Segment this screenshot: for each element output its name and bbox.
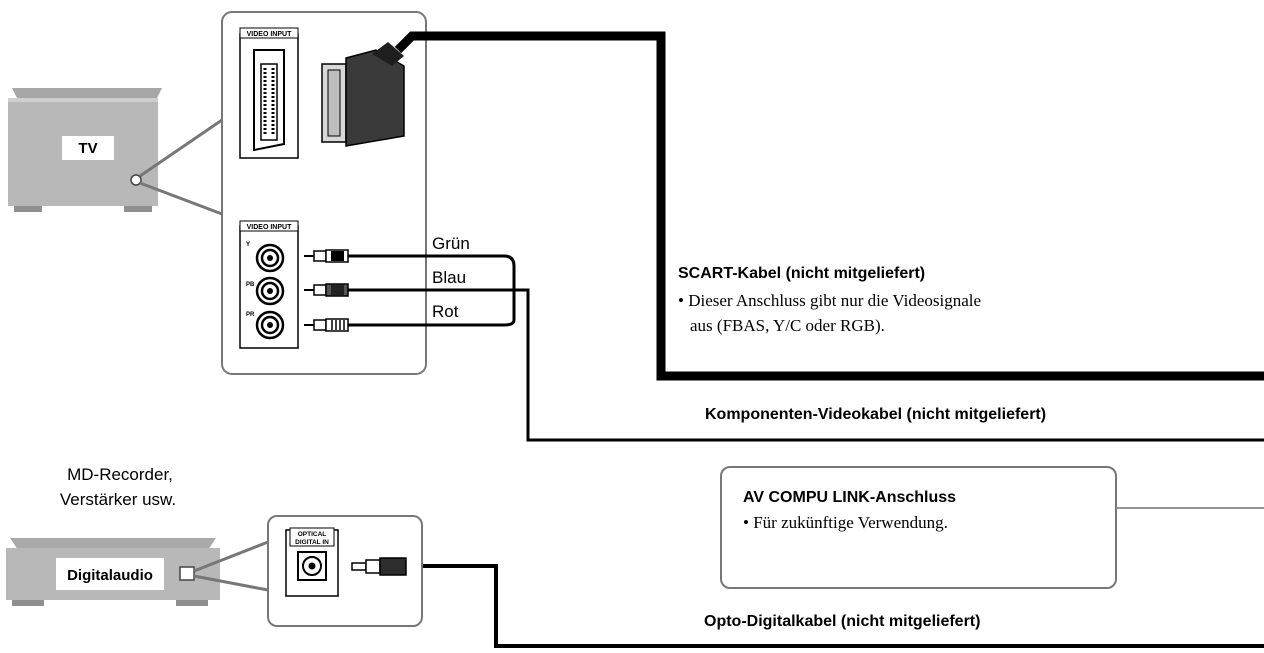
md-device-label: Digitalaudio (67, 567, 153, 584)
tv-label-box (62, 136, 114, 160)
jack-label-pb: PB (246, 282, 255, 288)
tv-rear-panel: VIDEO INPUT VIDEO INPUT Y PB PR (221, 11, 427, 375)
jack-label-y: Y (246, 242, 250, 248)
rca-jack-pr-icon (255, 310, 285, 340)
scart-note-line1: • Dieser Anschluss gibt nur die Videosig… (678, 291, 981, 310)
optical-cable (406, 564, 1264, 648)
md-callout-lines (193, 540, 269, 592)
md-recorder-device: Digitalaudio (6, 538, 220, 606)
optical-header-line2: DIGITAL IN (295, 539, 329, 546)
md-caption-line2: Verstärker usw. (60, 490, 176, 509)
md-label-box (56, 558, 164, 590)
scart-plug-icon (321, 42, 405, 147)
md-caption-line1: MD-Recorder, (67, 465, 173, 484)
wire-color-labels: Grün Blau Rot (432, 234, 470, 321)
jack-label-pr: PR (246, 312, 255, 318)
optical-cable-title: Opto-Digitalkabel (nicht mitgeliefert) (704, 613, 980, 630)
rca-plug-blue-icon (304, 283, 349, 297)
wire-label-red: Rot (432, 302, 459, 321)
wire-label-green: Grün (432, 234, 470, 253)
optical-socket-icon (297, 551, 327, 581)
rca-plug-green-icon (304, 249, 349, 263)
tv-device: TV (8, 88, 162, 212)
tv-label: TV (78, 140, 97, 157)
rca-jack-y-icon (255, 243, 285, 273)
tv-callout-lines (139, 118, 223, 216)
optical-header-line1: OPTICAL (298, 531, 327, 538)
component-cable-title: Komponenten-Videokabel (nicht mitgeliefe… (705, 406, 1046, 423)
rca-jack-pb-icon (255, 276, 285, 306)
scart-socket-icon (253, 49, 285, 152)
md-port-icon (179, 566, 195, 581)
scart-cable (394, 31, 1264, 381)
av-compu-link-box (720, 466, 1117, 589)
av-compu-link-title: AV COMPU LINK-Anschluss (743, 489, 956, 506)
tv-port-icon (130, 174, 142, 186)
optical-panel: OPTICAL DIGITAL IN (267, 515, 423, 627)
scart-panel-header: VIDEO INPUT (247, 31, 292, 38)
wire-label-blue: Blau (432, 268, 466, 287)
scart-note-line2: aus (FBAS, Y/C oder RGB). (690, 316, 885, 335)
optical-plug-icon (351, 557, 407, 576)
component-panel-header: VIDEO INPUT (247, 224, 292, 231)
component-cable (348, 254, 1264, 442)
scart-cable-title: SCART-Kabel (nicht mitgeliefert) (678, 265, 925, 282)
av-compu-link-note: • Für zukünftige Verwendung. (743, 513, 948, 532)
